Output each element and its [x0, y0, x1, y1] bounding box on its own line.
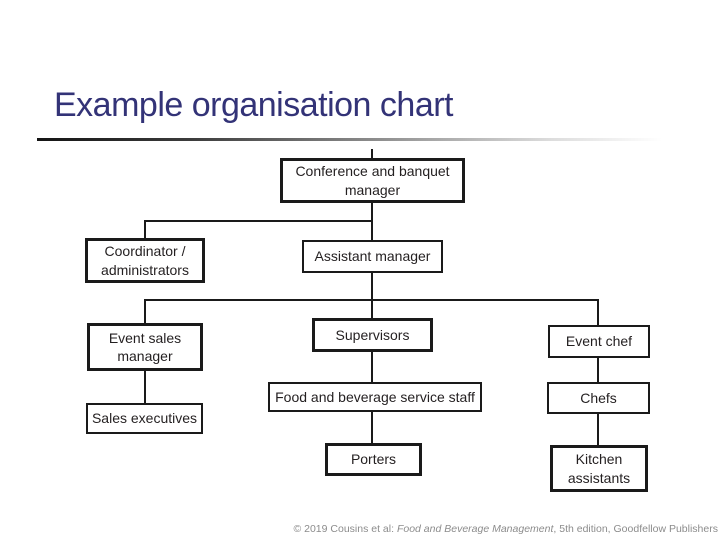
footer-credit-suffix: , 5th edition, Goodfellow Publishers: [553, 523, 718, 535]
connector-junction2-to-event-sales: [144, 299, 146, 323]
org-node-event-sales-manager: Event sales manager: [87, 323, 203, 371]
slide-title: Example organisation chart: [54, 86, 454, 124]
org-node-assistant-manager: Assistant manager: [302, 240, 443, 273]
title-underline-rule: [37, 138, 662, 141]
org-node-kitchen-assistants: Kitchen assistants: [550, 445, 648, 492]
connector-event-chef-to-chefs: [597, 358, 599, 382]
org-node-food-beverage-service-staff: Food and beverage service staff: [268, 382, 482, 412]
connector-fnb-staff-to-porters: [370, 412, 373, 443]
connector-junction1-to-coordinator: [144, 220, 146, 238]
org-node-coordinator-administrators: Coordinator / administrators: [85, 238, 205, 283]
footer-credit: © 2019 Cousins et al: Food and Beverage …: [293, 523, 718, 535]
org-node-event-chef: Event chef: [548, 325, 650, 358]
org-node-conference-banquet-manager: Conference and banquet manager: [280, 158, 465, 203]
connector-junction1-horizontal: [144, 220, 372, 222]
footer-credit-prefix: © 2019 Cousins et al:: [293, 523, 397, 535]
org-node-supervisors: Supervisors: [312, 318, 433, 352]
org-node-porters: Porters: [325, 443, 422, 476]
footer-credit-book-title: Food and Beverage Management: [396, 523, 554, 535]
connector-junction2-to-event-chef: [597, 299, 599, 325]
org-node-chefs: Chefs: [547, 382, 650, 414]
connector-supervisors-to-fnb-staff: [370, 352, 373, 382]
org-node-sales-executives: Sales executives: [86, 403, 203, 434]
connector-assistant-to-junction2: [370, 273, 373, 299]
connector-chefs-to-kitchen: [597, 414, 599, 445]
connector-stub-top: [370, 149, 373, 158]
connector-event-sales-to-sales-exec: [144, 371, 146, 403]
connector-junction2-to-supervisors: [370, 299, 373, 318]
